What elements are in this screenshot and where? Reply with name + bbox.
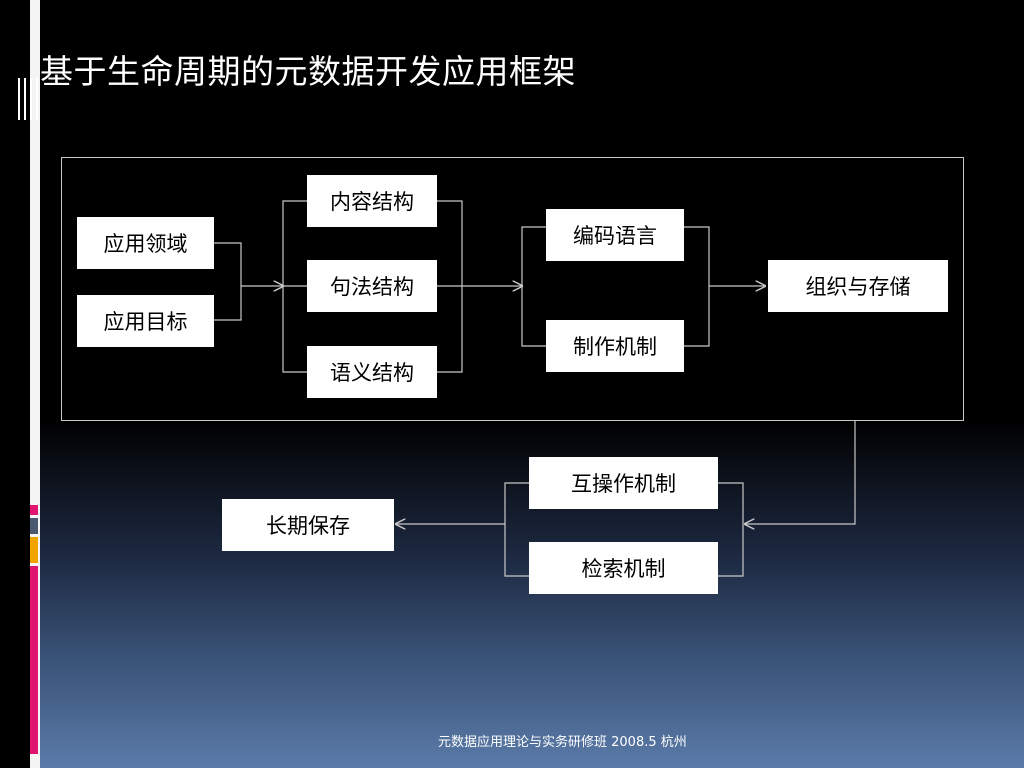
node-syntax-structure: 句法结构 — [307, 260, 437, 312]
accent-bar-pink-top — [30, 505, 38, 515]
slide-background — [40, 0, 1024, 768]
left-white-bar — [30, 0, 40, 768]
connector-frame-to-mechanisms — [745, 421, 856, 524]
title-decoration-icon — [18, 78, 42, 120]
node-long-term-preservation: 长期保存 — [222, 499, 394, 551]
accent-bar-slate — [30, 518, 38, 534]
node-application-goal: 应用目标 — [77, 295, 214, 347]
node-encoding-language: 编码语言 — [546, 209, 684, 261]
diagram-frame — [61, 157, 964, 421]
node-production-mechanism: 制作机制 — [546, 320, 684, 372]
connector-encoding-right — [684, 226, 710, 347]
node-organization-storage: 组织与存储 — [768, 260, 948, 312]
connector-inputs-bracket — [214, 242, 242, 321]
node-application-domain: 应用领域 — [77, 217, 214, 269]
node-semantic-structure: 语义结构 — [307, 346, 437, 398]
connector-encoding-left — [521, 226, 546, 347]
accent-bar-orange — [30, 537, 38, 563]
accent-bar-pink-long — [30, 566, 38, 754]
connector-mechanisms-right — [718, 482, 744, 577]
node-interoperability-mechanism: 互操作机制 — [529, 457, 718, 509]
footer-text: 元数据应用理论与实务研修班 2008.5 杭州 — [438, 735, 687, 750]
node-content-structure: 内容结构 — [307, 175, 437, 227]
node-retrieval-mechanism: 检索机制 — [529, 542, 718, 594]
page-title: 基于生命周期的元数据开发应用框架 — [40, 52, 576, 91]
connector-mechanisms-left — [504, 482, 529, 577]
